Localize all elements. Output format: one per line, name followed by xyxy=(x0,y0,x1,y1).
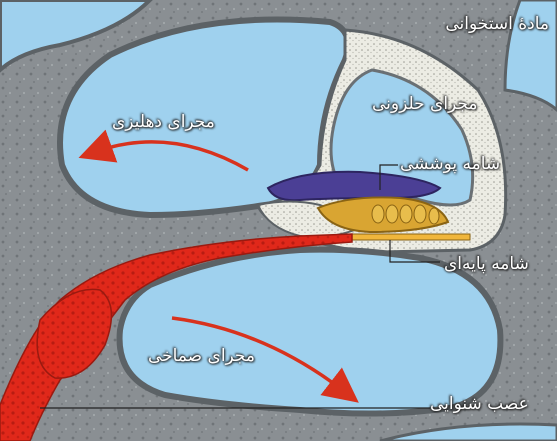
label-basilar-membrane: شامه پایه‌ای xyxy=(444,254,529,274)
label-cochlear-duct: مجرای حلزونی xyxy=(372,94,478,114)
label-tectorial-membrane: شامه پوششی xyxy=(400,154,500,174)
label-tympanic-duct: مجرای صماخی xyxy=(148,346,255,366)
tympanic-duct-chamber xyxy=(120,250,501,414)
label-auditory-nerve: عصب شنوایی xyxy=(430,394,529,414)
label-bony-matter: مادهٔ استخوانی xyxy=(445,14,549,34)
label-vestibular-duct: مجرای دهلیزی xyxy=(112,112,215,132)
basilar-membrane xyxy=(352,234,470,240)
